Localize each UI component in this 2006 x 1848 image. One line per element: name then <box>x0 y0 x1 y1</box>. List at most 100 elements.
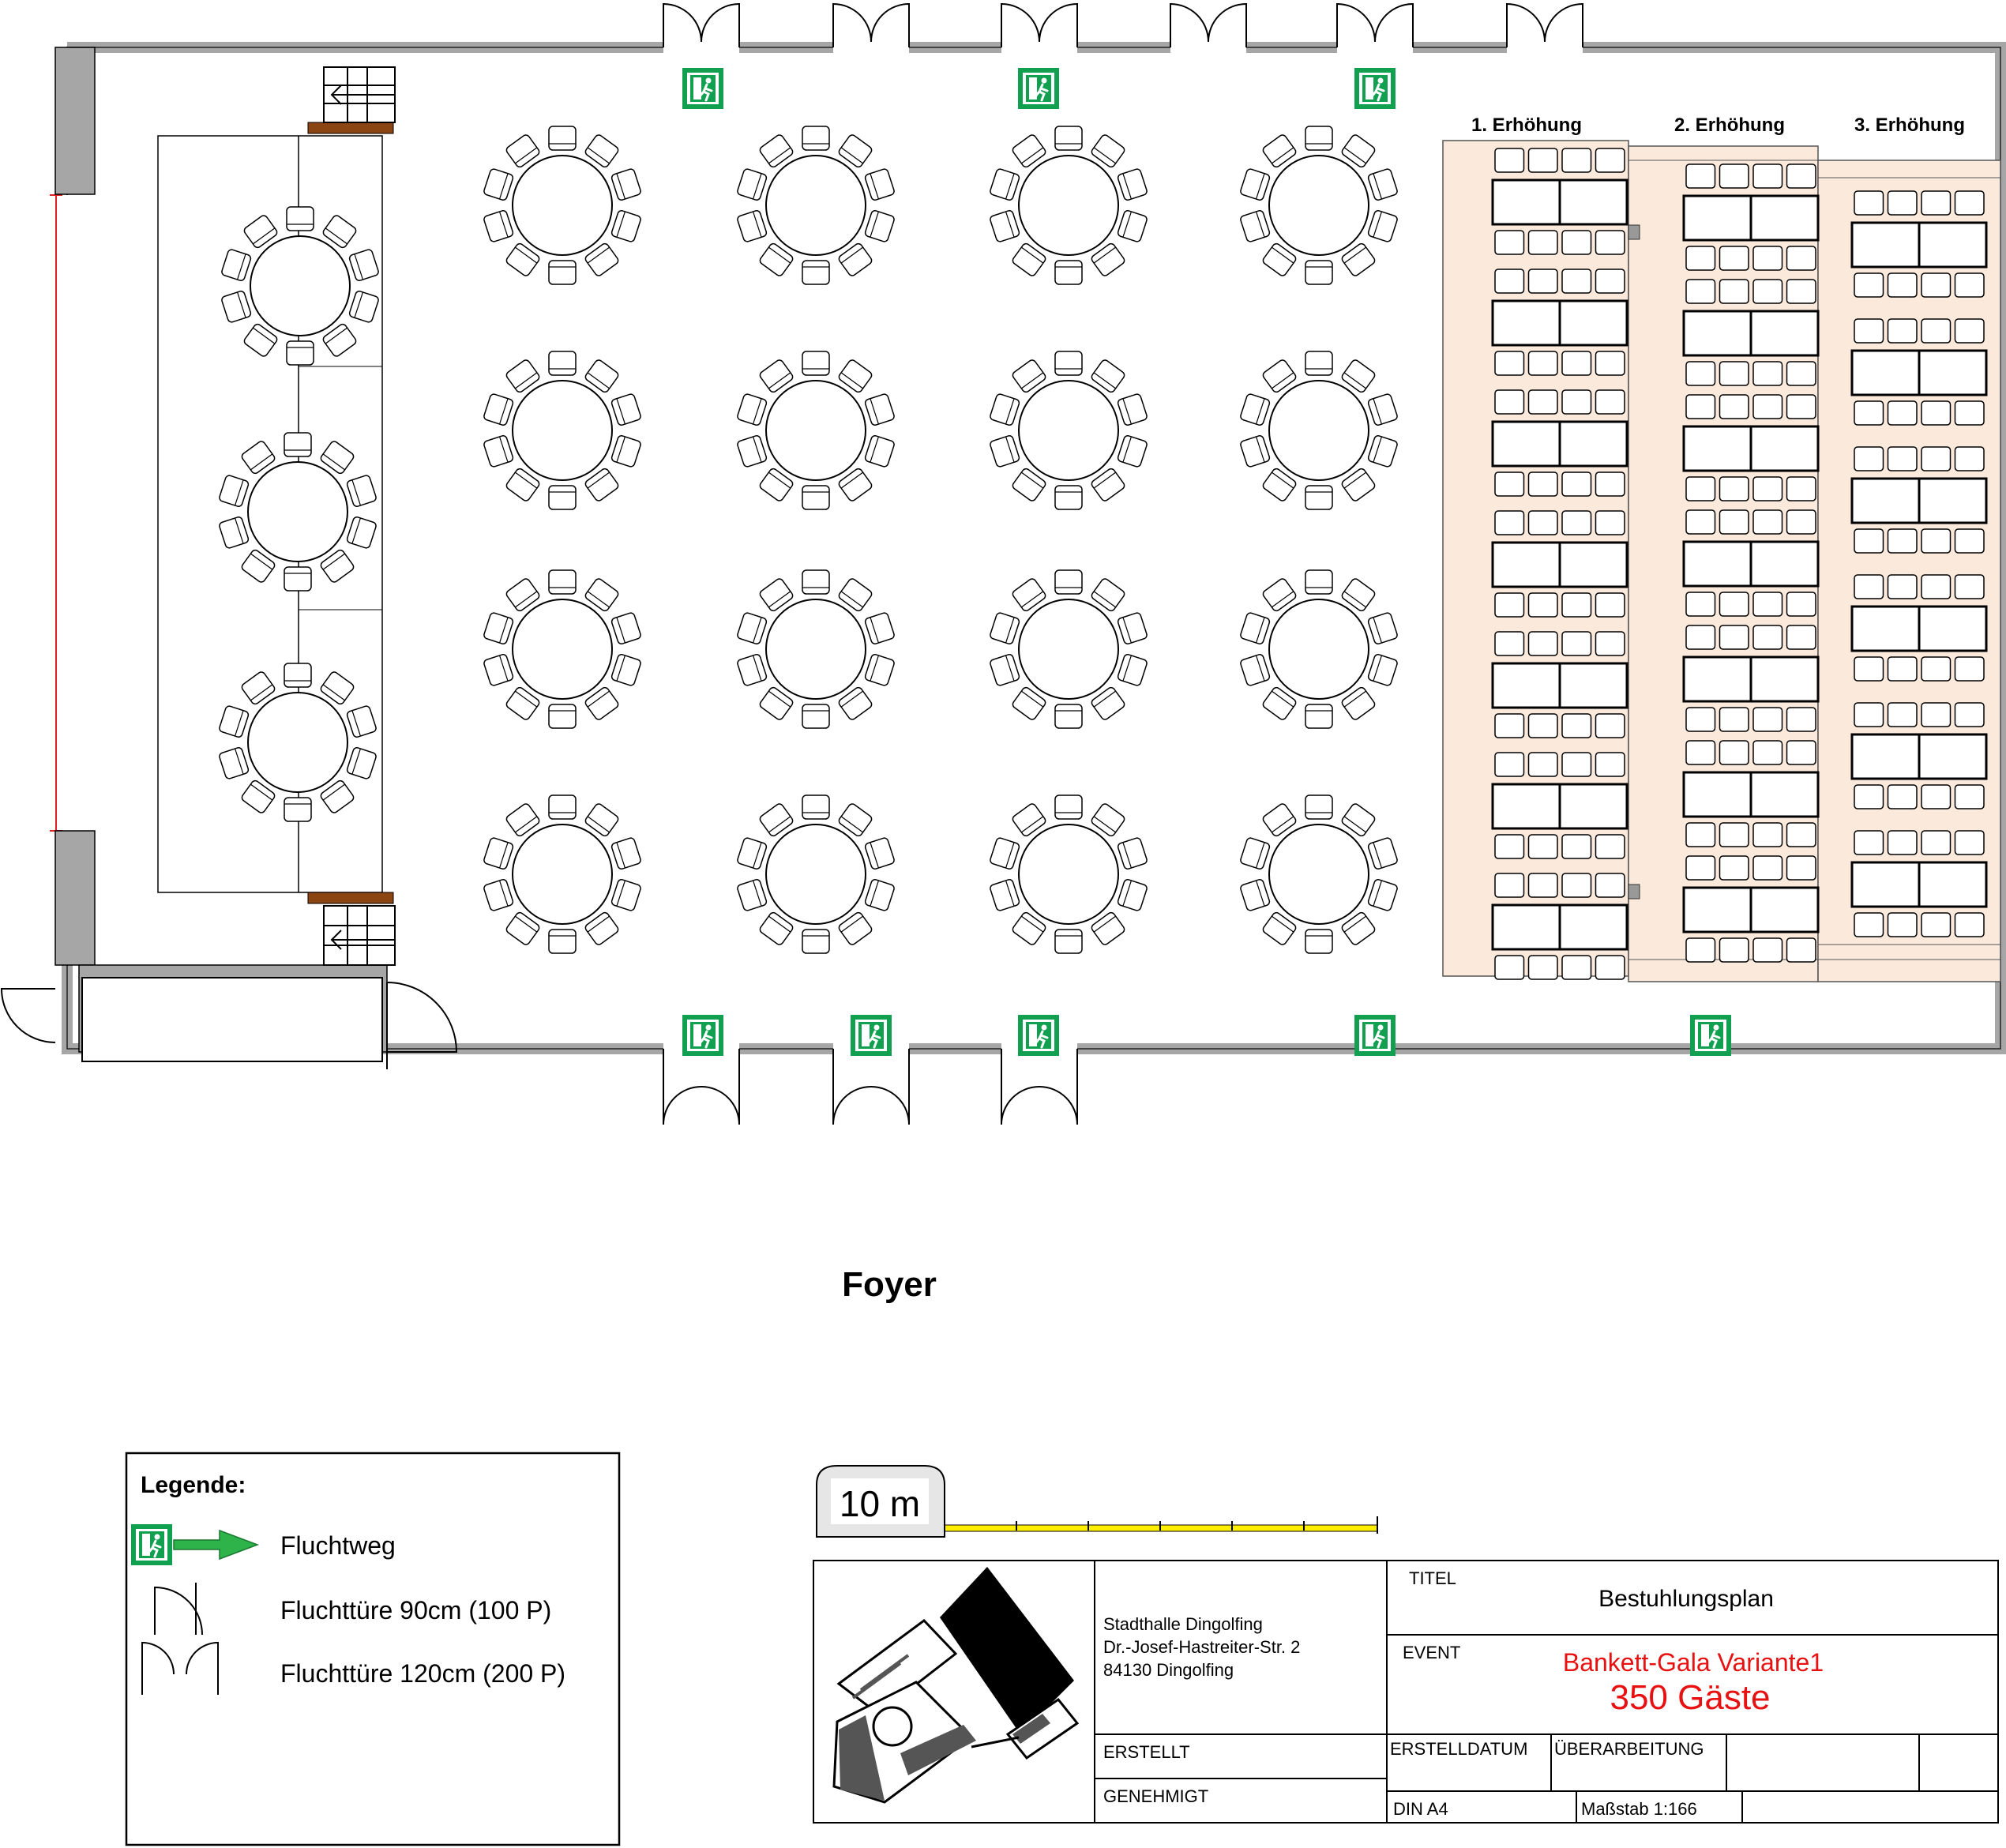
chair <box>1887 830 1918 855</box>
chair <box>1527 752 1558 777</box>
chair <box>1685 625 1716 650</box>
podium-2-label: 2. Erhöhung <box>1674 115 1785 136</box>
chair <box>1305 704 1333 729</box>
chair <box>1786 740 1816 765</box>
chair <box>1305 569 1333 595</box>
chair <box>584 359 619 393</box>
massstab-label: Maßstab 1:166 <box>1581 1799 1697 1819</box>
chair <box>1494 471 1525 497</box>
chair <box>1494 510 1525 535</box>
banquet-table <box>1918 605 1988 652</box>
chair <box>1367 393 1398 426</box>
chair <box>1685 394 1716 419</box>
banquet-table <box>1558 662 1628 709</box>
chair <box>1719 625 1749 650</box>
doors-single <box>0 982 458 1069</box>
banquet-table <box>1558 783 1628 830</box>
chair <box>1054 794 1083 820</box>
legend-door-90: Fluchttüre 90cm (100 P) <box>280 1596 551 1625</box>
chair <box>802 704 830 729</box>
chair <box>1685 246 1716 271</box>
chair <box>584 134 619 168</box>
chair <box>802 794 830 820</box>
banquet-table <box>1558 178 1628 226</box>
legend-escape-route: Fluchtweg <box>280 1531 396 1560</box>
chair <box>1054 929 1083 954</box>
event-label: EVENT <box>1403 1643 1460 1662</box>
chair <box>1012 468 1046 501</box>
chair <box>1091 911 1125 945</box>
chair <box>1752 394 1783 419</box>
chair <box>346 705 377 738</box>
chair <box>1117 168 1148 201</box>
chair <box>990 435 1020 468</box>
banquet-table <box>1749 886 1820 933</box>
chair <box>1367 210 1398 242</box>
doors-bottom <box>663 1049 1078 1125</box>
chair <box>759 359 794 393</box>
chair <box>1685 361 1716 386</box>
round-table <box>483 126 641 285</box>
chair <box>1054 704 1083 729</box>
chair <box>1719 279 1749 304</box>
chair <box>1887 784 1918 809</box>
chair <box>1887 528 1918 554</box>
chair <box>1921 318 1952 344</box>
chair <box>1786 822 1816 847</box>
chair <box>1527 148 1558 173</box>
building-thumbnail <box>832 1567 1080 1804</box>
chair <box>1240 435 1271 468</box>
banquet-table <box>1850 605 1921 652</box>
exit-sign-icon <box>1353 66 1397 111</box>
legend-door-120: Fluchttüre 120cm (200 P) <box>280 1659 565 1688</box>
chair <box>610 612 641 644</box>
chair <box>1887 190 1918 216</box>
banquet-table <box>1682 310 1752 357</box>
round-table <box>1240 126 1398 285</box>
chair <box>1887 318 1918 344</box>
chair <box>1561 752 1592 777</box>
chair <box>838 359 873 393</box>
chair <box>1752 361 1783 386</box>
chair <box>1954 574 1985 599</box>
chair <box>243 323 278 357</box>
chair <box>1117 210 1148 242</box>
chair <box>1262 911 1297 945</box>
doors-top <box>663 2 1583 47</box>
chair <box>838 803 873 837</box>
round-table <box>483 351 641 510</box>
chair <box>241 671 276 705</box>
chair <box>838 134 873 168</box>
chair <box>1494 752 1525 777</box>
chair <box>584 468 619 501</box>
chair <box>348 291 379 323</box>
chair <box>1921 272 1952 298</box>
chair <box>1719 246 1749 271</box>
chair <box>346 475 377 507</box>
banquet-table <box>1749 655 1820 703</box>
chair <box>1595 351 1625 376</box>
chair <box>1527 230 1558 255</box>
chair <box>610 654 641 686</box>
chair <box>1786 246 1816 271</box>
chair <box>284 566 312 592</box>
titel-label: TITEL <box>1409 1568 1456 1588</box>
chair <box>1595 269 1625 294</box>
chair <box>1786 707 1816 732</box>
chair <box>1012 578 1046 612</box>
chair <box>1786 163 1816 189</box>
chair <box>838 468 873 501</box>
chair <box>286 340 314 366</box>
chair <box>1367 612 1398 644</box>
chair <box>1954 446 1985 471</box>
chair <box>1921 656 1952 682</box>
chair <box>1494 389 1525 415</box>
chair <box>759 242 794 276</box>
chair <box>1091 803 1125 837</box>
chair <box>1854 446 1884 471</box>
chair <box>1262 578 1297 612</box>
chair <box>505 803 540 837</box>
chair <box>1595 148 1625 173</box>
chair <box>1595 752 1625 777</box>
chair <box>548 794 577 820</box>
